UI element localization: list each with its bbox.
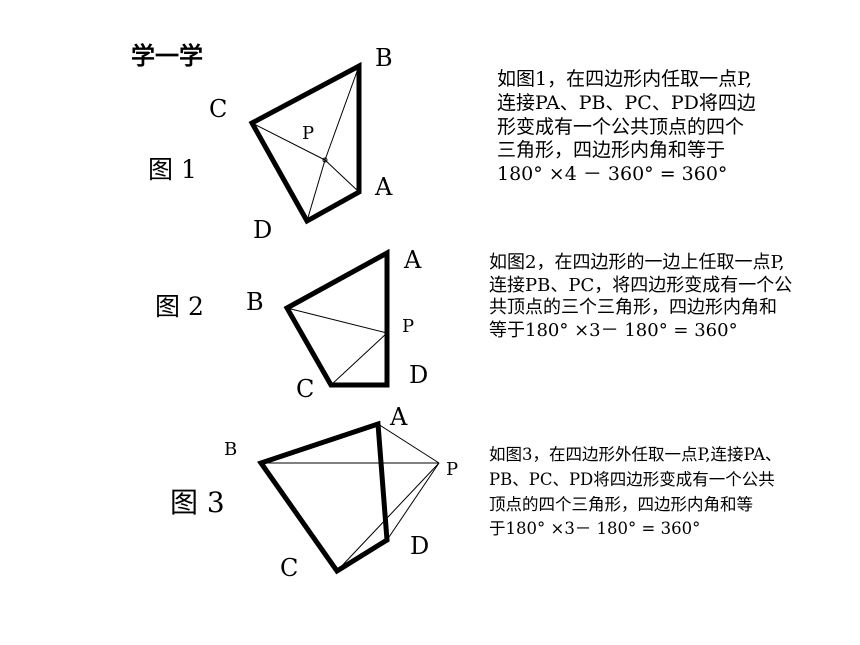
figure-1-description-line: 形变成有一个公共顶点的四个: [497, 115, 745, 138]
figure-3-vertex-a: A: [390, 403, 408, 431]
figure-2-vertex-d: D: [409, 361, 429, 389]
figure-1-segment-pd: [306, 159, 326, 222]
figure-1-description-line: 180° ×4 － 360° = 360°: [497, 163, 728, 185]
figure-2-segment-pb: [286, 307, 388, 334]
figure-3-vertex-p: P: [446, 459, 459, 480]
figure-3-description-line: 如图3，在四边形外任取一点P,连接PA、: [489, 445, 782, 464]
figure-2-label: 图 2: [155, 292, 204, 321]
figure-1-vertex-b: B: [375, 44, 393, 72]
figure-2-description-line: 如图2，在四边形的一边上任取一点P,: [489, 252, 785, 273]
figure-3-description-line: PB、PC、PD将四边形变成有一个公共: [489, 469, 775, 489]
figure-3-description-line: 顶点的四个三角形，四边形内角和等: [489, 494, 753, 514]
figure-1-segment-pa: [324, 159, 360, 193]
figure-2-description: 如图2，在四边形的一边上任取一点P, 连接PB、PC，将四边形变成有一个公 共顶…: [489, 252, 792, 342]
figure-1-label: 图 1: [148, 155, 197, 184]
figure-1-vertex-c: C: [209, 95, 228, 123]
figure-2-drawing: [283, 248, 390, 388]
figure-2-vertex-c: C: [296, 375, 315, 403]
figure-3-vertex-c: C: [280, 554, 299, 582]
figure-3-segment-pa: [377, 423, 440, 464]
figure-2-segment-pc: [330, 332, 388, 386]
figure-2-quadrilateral: [283, 248, 390, 388]
figure-3-drawing: [257, 420, 440, 575]
figure-1-vertex-p: P: [302, 123, 315, 144]
figure-3-label: 图 3: [170, 486, 225, 519]
figure-3-description-line: 于180° ×3－ 180° = 360°: [489, 519, 701, 539]
figure-2-vertex-b: B: [246, 288, 264, 316]
figure-1-description-line: 三角形，四边形内角和等于: [497, 139, 726, 162]
figure-1-segment-pb: [324, 65, 360, 161]
figure-1-vertex-a: A: [375, 173, 393, 201]
figure-3-quadrilateral: [257, 420, 390, 575]
figure-2-description-line: 等于180° ×3－ 180° = 360°: [489, 319, 738, 341]
figure-1-segment-pc: [251, 122, 326, 161]
figure-1-description-line: 连接PA、PB、PC、PD将四边: [497, 91, 756, 114]
figure-1-description-line: 如图1，在四边形内任取一点P,: [497, 68, 753, 90]
figure-3-vertex-b: B: [224, 439, 238, 460]
figure-2-description-line: 连接PB、PC，将四边形变成有一个公: [489, 274, 793, 296]
figure-3-segment-pc: [336, 462, 440, 572]
figure-1-description: 如图1，在四边形内任取一点P, 连接PA、PB、PC、PD将四边 形变成有一个公…: [497, 68, 756, 187]
figure-2-vertex-p: P: [402, 316, 415, 337]
figure-1-point-p: [322, 157, 328, 163]
page-title: 学一学: [131, 42, 203, 70]
figure-3-segment-pd: [386, 462, 440, 541]
figure-3-description: 如图3，在四边形外任取一点P,连接PA、 PB、PC、PD将四边形变成有一个公共…: [489, 443, 782, 542]
figure-2-vertex-a: A: [404, 246, 422, 274]
figure-3-vertex-d: D: [410, 532, 430, 560]
figure-1-drawing: [248, 61, 362, 225]
figure-2-description-line: 共顶点的三个三角形，四边形内角和: [489, 297, 777, 318]
figure-1-vertex-d: D: [253, 216, 273, 244]
